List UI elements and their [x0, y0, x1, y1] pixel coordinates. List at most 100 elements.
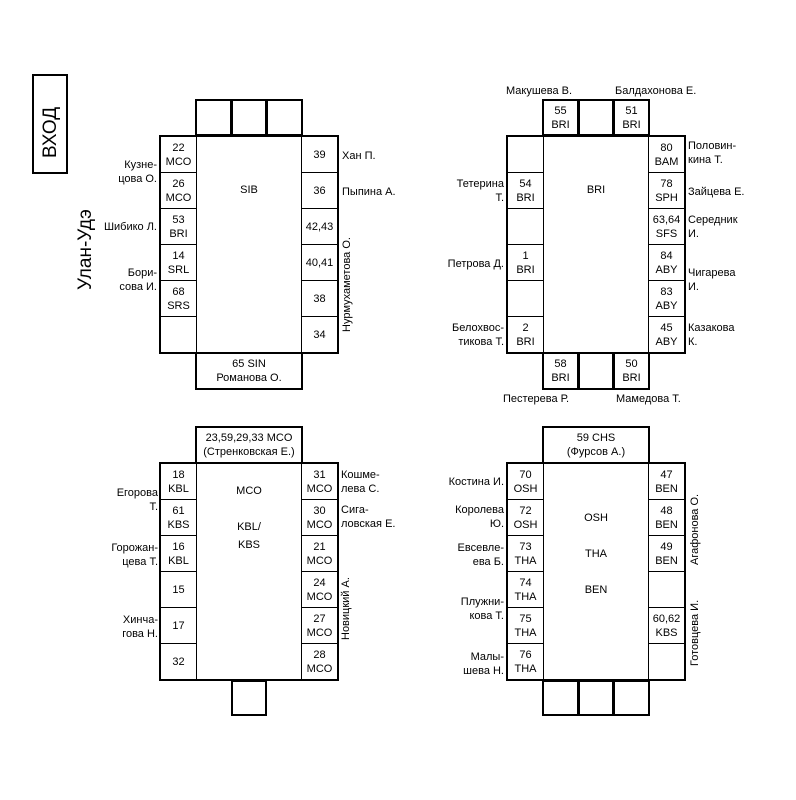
person-label: Петрова Д. [447, 258, 504, 270]
bottom-seat [613, 680, 650, 716]
bottom-seat [542, 680, 579, 716]
person-label: Плужни- кова Т. [460, 596, 504, 622]
seat: 21 MCO [301, 535, 338, 572]
seat: 70 OSH [507, 463, 544, 500]
person-label: Королева Ю. [455, 504, 504, 530]
person-label: Тетерина Т. [456, 178, 504, 204]
table-center-label: OSH THA BEN [584, 512, 608, 596]
person-label: Егорова Т. [116, 487, 158, 513]
seat [648, 571, 685, 608]
seat: 36 [301, 172, 338, 209]
seat [507, 208, 544, 245]
person-label-vertical: Агафонова О. [689, 493, 701, 565]
person-label: Сига- ловская Е. [341, 504, 396, 530]
seat: 38 [301, 280, 338, 317]
person-label: Хан П. [342, 150, 376, 162]
seat: 49 BEN [648, 535, 685, 572]
seat: 74 THA [507, 571, 544, 608]
top-seat: 55 BRI [542, 99, 579, 136]
seat: 47 BEN [648, 463, 685, 500]
seat: 34 [301, 316, 338, 353]
seat: 48 BEN [648, 499, 685, 536]
top-seat [266, 99, 303, 136]
top-seat [231, 99, 267, 136]
person-label: Макушева В. [506, 85, 573, 97]
bottom-seat [578, 680, 614, 716]
seat: 76 THA [507, 643, 544, 680]
seat: 31 MCO [301, 463, 338, 500]
seat: 14 SRL [160, 244, 197, 281]
person-label: Белохвос- тикова Т. [451, 322, 504, 348]
person-label: Мамедова Т. [616, 393, 681, 405]
person-label: Евсевле- ева Б. [457, 542, 504, 568]
seat: 75 THA [507, 607, 544, 644]
seat: 80 BAM [648, 136, 685, 173]
person-label-vertical: Готовцева И. [689, 599, 701, 666]
person-label: Малы- шева Н. [463, 651, 504, 677]
person-label: Балдахонова Е. [615, 85, 697, 97]
table-center-label: MCO KBL/ KBS [236, 484, 262, 551]
entrance-box: ВХОД [32, 74, 68, 174]
seat: 17 [160, 607, 197, 644]
seat: 28 MCO [301, 643, 338, 680]
bottom-seat [578, 352, 614, 390]
top-seat: 59 CHS (Фурсов А.) [542, 426, 650, 464]
person-label: Пыпина А. [342, 186, 396, 198]
person-label: Шибико Л. [103, 221, 157, 233]
person-label: Костина И. [448, 476, 504, 488]
seat [160, 316, 197, 353]
seat: 73 THA [507, 535, 544, 572]
bottom-seat [231, 680, 267, 716]
seat: 26 MCO [160, 172, 197, 209]
seat: 60,62 KBS [648, 607, 685, 644]
seat: 39 [301, 136, 338, 173]
entrance-label: ВХОД [40, 106, 61, 158]
person-label: Половин- кина Т. [688, 140, 737, 166]
seat: 40,41 [301, 244, 338, 281]
seat: 30 MCO [301, 499, 338, 536]
seat: 27 MCO [301, 607, 338, 644]
person-label: Пестерева Р. [503, 393, 569, 405]
seat: 61 KBS [160, 499, 197, 536]
top-seat [578, 99, 614, 136]
person-label: Чигарева И. [688, 267, 736, 293]
seat: 22 MCO [160, 136, 197, 173]
seat: 1 BRI [507, 244, 544, 281]
seat: 72 OSH [507, 499, 544, 536]
seat: 16 KBL [160, 535, 197, 572]
seat: 2 BRI [507, 316, 544, 353]
seat [507, 136, 544, 173]
person-label: Кузне- цова О. [118, 159, 157, 185]
seat [648, 643, 685, 680]
person-label: Хинча- гова Н. [122, 614, 158, 640]
bottom-seat: 50 BRI [613, 352, 650, 390]
seat: 68 SRS [160, 280, 197, 317]
seat: 53 BRI [160, 208, 197, 245]
top-seat: 51 BRI [613, 99, 650, 136]
bottom-seat: 58 BRI [542, 352, 579, 390]
seat: 54 BRI [507, 172, 544, 209]
person-label: Кошме- лева С. [341, 469, 380, 495]
seat: 45 ABY [648, 316, 685, 353]
seat [507, 280, 544, 317]
table-center-label: BRI [586, 184, 606, 196]
seat: 84 ABY [648, 244, 685, 281]
person-label: Зайцева Е. [688, 186, 745, 198]
person-label-vertical: Новицкий А. [340, 577, 352, 640]
seat: 42,43 [301, 208, 338, 245]
person-label: Бори- сова И. [119, 267, 157, 293]
seat: 83 ABY [648, 280, 685, 317]
seat: 15 [160, 571, 197, 608]
seat: 24 MCO [301, 571, 338, 608]
seat: 78 SPH [648, 172, 685, 209]
top-seat: 23,59,29,33 MCO (Стренковская Е.) [195, 426, 303, 464]
top-seat [195, 99, 232, 136]
seat: 63,64 SFS [648, 208, 685, 245]
bottom-seat: 65 SIN Романова О. [195, 352, 303, 390]
seat: 18 KBL [160, 463, 197, 500]
person-label: Горожан- цева Т. [111, 542, 158, 568]
person-label-vertical: Нурмухаметова О. [341, 237, 353, 332]
seat: 32 [160, 643, 197, 680]
person-label: Казакова К. [688, 322, 735, 348]
person-label: Середник И. [688, 214, 738, 240]
